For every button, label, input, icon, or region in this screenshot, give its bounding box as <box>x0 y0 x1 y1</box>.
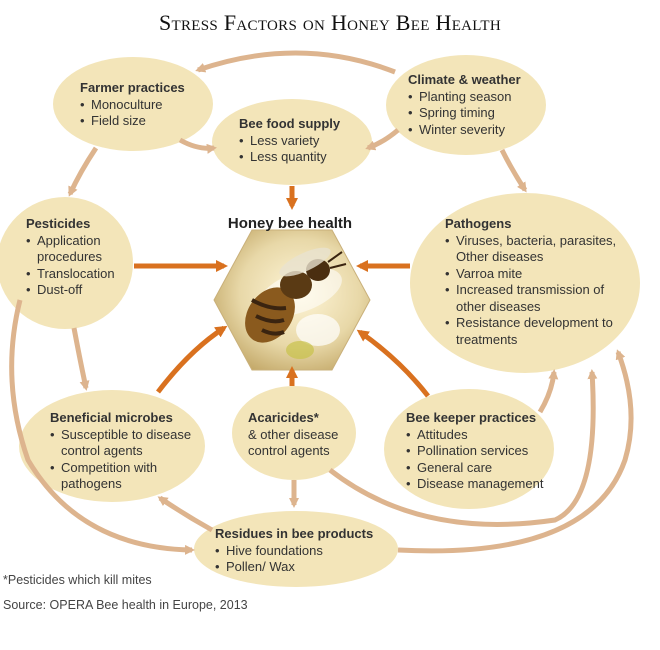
acaricides-heading: Acaricides* <box>248 410 319 425</box>
keeper-item: Pollination services <box>406 443 556 460</box>
arrow-keeper-to-health <box>356 329 430 398</box>
residues-item: Pollen/ Wax <box>215 559 390 576</box>
climate-item: Spring timing <box>408 105 538 122</box>
farmer-item: Field size <box>80 113 210 130</box>
microbes-item: Competition with pathogens <box>50 460 200 493</box>
keeper-item: General care <box>406 460 556 477</box>
arrow-acaricides-to-pathogens <box>328 369 598 527</box>
residues-heading: Residues in bee products <box>215 526 374 541</box>
source-credit: Source: OPERA Bee health in Europe, 2013 <box>3 598 248 612</box>
farmer-item: Monoculture <box>80 97 210 114</box>
keeper-heading: Bee keeper practices <box>406 410 537 425</box>
arrow-pesticides-to-residues <box>9 299 195 555</box>
microbes-heading: Beneficial microbes <box>50 410 173 425</box>
farmer-heading: Farmer practices <box>80 80 185 95</box>
arrow-farmer-to-food <box>178 137 217 154</box>
microbes-item: Susceptible to disease control agents <box>50 427 200 460</box>
climate-heading: Climate & weather <box>408 72 521 87</box>
arrow-residues-to-pathogens <box>397 349 634 554</box>
pesticides-item: Translocation <box>26 266 126 283</box>
acaricides-subheading: & other disease control agents <box>248 426 339 459</box>
bee-illustration <box>245 247 347 359</box>
pesticides-item: Application procedures <box>26 233 126 266</box>
bee-food-node: Bee food supply Less variety Less quanti… <box>239 116 359 166</box>
climate-item: Planting season <box>408 89 538 106</box>
food-heading: Bee food supply <box>239 116 341 131</box>
arrow-climate-to-food <box>365 128 400 151</box>
pathogens-heading: Pathogens <box>445 216 512 231</box>
acaricides-ellipse <box>232 386 356 480</box>
farmer-practices-node: Farmer practices Monoculture Field size <box>80 80 210 130</box>
pathogens-node: Pathogens Viruses, bacteria, parasites, … <box>445 216 630 348</box>
pesticides-item: Dust-off <box>26 282 126 299</box>
food-item: Less quantity <box>239 149 359 166</box>
climate-node: Climate & weather Planting season Spring… <box>408 72 538 138</box>
arrow-microbes-to-health <box>156 325 228 394</box>
center-label: Honey bee health <box>227 215 353 232</box>
bee-keeper-node: Bee keeper practices Attitudes Pollinati… <box>406 410 556 493</box>
pesticides-node: Pesticides Application procedures Transl… <box>26 216 126 299</box>
pathogens-item: Increased transmission of other diseases <box>445 282 630 315</box>
residues-item: Hive foundations <box>215 543 390 560</box>
arrow-residues-to-microbes <box>157 495 214 533</box>
arrow-keeper-to-pathogens <box>537 369 559 414</box>
beneficial-microbes-node: Beneficial microbes Susceptible to disea… <box>50 410 200 493</box>
food-item: Less variety <box>239 133 359 150</box>
residues-node: Residues in bee products Hive foundation… <box>215 526 390 576</box>
pathogens-item: Viruses, bacteria, parasites, Other dise… <box>445 233 630 266</box>
tan-arrows <box>9 50 634 555</box>
arrow-climate-to-farmer <box>195 50 396 75</box>
footnote: *Pesticides which kill mites <box>3 573 152 587</box>
orange-arrows <box>134 186 430 398</box>
arrow-farmer-to-pesticides <box>67 146 99 197</box>
acaricides-node: Acaricides* & other disease control agen… <box>248 410 358 460</box>
climate-item: Winter severity <box>408 122 538 139</box>
keeper-item: Disease management <box>406 476 556 493</box>
keeper-item: Attitudes <box>406 427 556 444</box>
pesticides-heading: Pesticides <box>26 216 91 231</box>
pathogens-item: Varroa mite <box>445 266 630 283</box>
arrow-climate-to-pathogens <box>499 148 528 193</box>
page-title: Stress Factors on Honey Bee Health <box>159 10 501 35</box>
arrow-pesticides-to-microbes <box>71 327 90 391</box>
pathogens-item: Resistance development to treatments <box>445 315 630 348</box>
